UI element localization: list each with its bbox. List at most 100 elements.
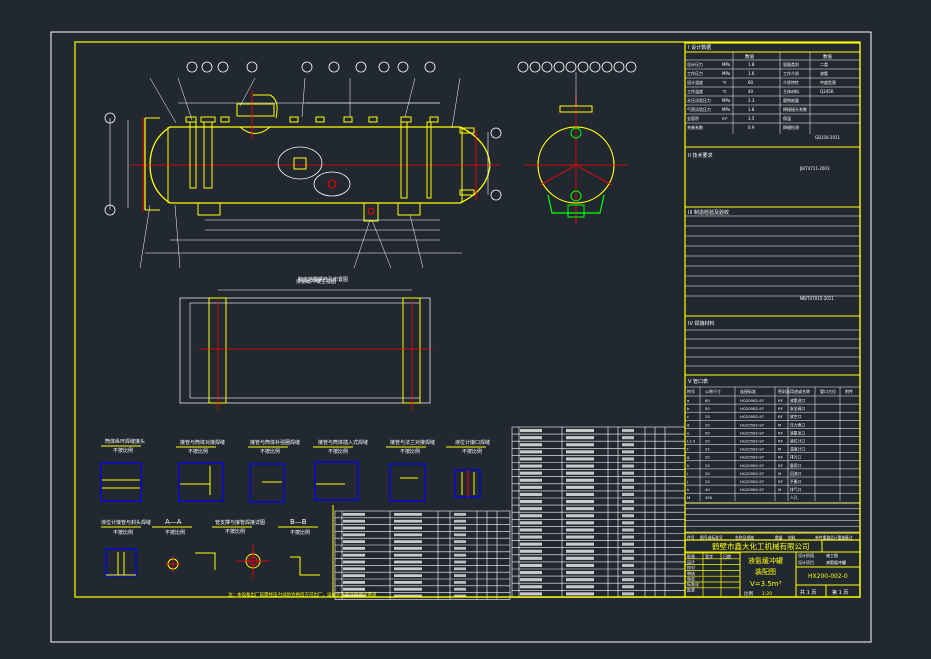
bom-row	[520, 492, 634, 496]
bom-col-header: 数量	[775, 535, 783, 540]
detail-box-5	[389, 463, 426, 502]
svg-text:f: f	[687, 447, 689, 452]
svg-text:25: 25	[705, 479, 710, 484]
svg-text:施工图: 施工图	[826, 552, 838, 558]
svg-text:0.9: 0.9	[748, 125, 755, 130]
svg-text:℃: ℃	[722, 80, 727, 85]
company-name: 鹤壁市鑫大化工机械有限公司	[712, 541, 810, 551]
svg-text:排气口: 排气口	[790, 487, 802, 492]
bom-row	[343, 574, 466, 577]
svg-text:1.8: 1.8	[748, 62, 755, 67]
support-plan-view: 鞍座地脚螺栓孔布置图	[179, 276, 433, 410]
details: 筒体纵环焊缝接头 不按比例 接管与筒体对接焊缝 不按比例 接管与筒体补强圈焊缝 …	[100, 438, 490, 598]
bom-col-header: 件号	[687, 535, 695, 540]
signature-label: 校对	[687, 564, 695, 570]
svg-text:40: 40	[705, 487, 710, 492]
bom-table	[332, 426, 686, 600]
tech-col-header: 数值	[745, 53, 754, 60]
bom-col-header: 单件重量	[815, 535, 830, 540]
section-a-a-title: A—A	[165, 518, 182, 526]
svg-text:g: g	[687, 455, 690, 460]
svg-text:j: j	[686, 479, 688, 484]
svg-text:20: 20	[705, 471, 710, 476]
bom-row	[520, 563, 634, 567]
svg-text:3.5: 3.5	[748, 116, 755, 121]
bom-row	[343, 553, 466, 557]
section-b-b-title: B—B	[290, 518, 307, 526]
svg-text:RF: RF	[778, 430, 783, 435]
svg-text:RF: RF	[778, 439, 783, 444]
svg-text:h: h	[687, 463, 690, 468]
svg-text:25: 25	[705, 414, 710, 419]
svg-text:HG20592-97: HG20592-97	[740, 406, 765, 411]
svg-text:L1-2: L1-2	[687, 439, 696, 444]
svg-text:设计压力: 设计压力	[687, 61, 703, 67]
bom-row	[520, 500, 634, 504]
svg-text:HG20592-97: HG20592-97	[740, 471, 765, 476]
svg-text:液氨缓冲罐: 液氨缓冲罐	[826, 559, 846, 565]
svg-text:1.8: 1.8	[748, 107, 755, 112]
svg-text:比例: 比例	[744, 590, 753, 597]
title-block: 鹤壁市鑫大化工机械有限公司 液氨缓冲罐 装配图 V=3.5m³ HX200-00…	[684, 539, 861, 598]
svg-text:温度计口: 温度计口	[790, 447, 805, 452]
svg-text:I 设计数据: I 设计数据	[688, 44, 711, 51]
bom-row	[520, 521, 634, 525]
svg-text:20: 20	[705, 439, 710, 444]
svg-text:HG20592-97: HG20592-97	[740, 463, 765, 468]
svg-text:d: d	[687, 422, 690, 427]
svg-text:32: 32	[705, 447, 710, 452]
svg-text:HG20592-97: HG20592-97	[740, 439, 765, 444]
svg-text:MPa: MPa	[722, 71, 731, 76]
signature-label: 审核	[687, 570, 695, 576]
svg-text:HG20592-97: HG20592-97	[740, 479, 765, 484]
svg-text:安全阀口: 安全阀口	[790, 406, 805, 411]
svg-text:放空口: 放空口	[790, 414, 802, 419]
nozzle-col-header: 符号	[687, 388, 695, 394]
svg-text:450: 450	[705, 495, 713, 500]
nozzle-col-header: 管口方位	[820, 388, 836, 394]
svg-text:焊接接头系数: 焊接接头系数	[783, 106, 807, 112]
bom-col-header: 名称及规格	[735, 535, 754, 540]
svg-text:设计温度: 设计温度	[687, 79, 703, 85]
svg-text:RF: RF	[778, 414, 783, 419]
detail-title-4: 接管与筒体插入式焊缝	[318, 439, 368, 446]
svg-text:不按比例: 不按比例	[400, 448, 420, 455]
bom-row	[520, 457, 634, 461]
svg-text:III 制造检验及验收: III 制造检验及验收	[688, 209, 729, 216]
volume-label: V=3.5m³	[750, 580, 782, 588]
svg-text:20: 20	[705, 422, 710, 427]
bom-row	[520, 592, 634, 596]
main-view: 液氨缓冲罐主视图	[104, 61, 502, 285]
svg-text:不按比例: 不按比例	[462, 448, 482, 455]
svg-text:MPa: MPa	[722, 107, 731, 112]
svg-text:HG20592-97: HG20592-97	[740, 422, 765, 427]
nozzle-col-header: 公称尺寸	[705, 388, 721, 394]
bom-row	[343, 540, 466, 543]
detail-title-2: 接管与筒体对接焊缝	[180, 439, 225, 446]
bom-col-header: 材料	[788, 535, 796, 540]
drawing-number: HX200-002-0	[808, 573, 848, 580]
detail-title-5: 接管与法兰对接焊缝	[390, 439, 435, 446]
nozzle-row: L1-2 20 HG20592-97 RF 液位计口	[687, 439, 805, 444]
svg-text:液位计口: 液位计口	[790, 439, 805, 444]
svg-text:60: 60	[748, 80, 754, 85]
svg-text:20: 20	[705, 455, 710, 460]
svg-text:不按比例: 不按比例	[165, 529, 185, 536]
svg-text:40: 40	[748, 89, 754, 94]
detail-title-9: 管支撑与接管焊接详图	[215, 519, 265, 526]
svg-text:M: M	[778, 487, 781, 492]
bom-row	[520, 436, 634, 440]
bom-col-header: 图号或标准号	[700, 535, 723, 540]
detail-title-3: 接管与筒体补强圈焊缝	[250, 439, 300, 446]
svg-text:腐蚀裕量: 腐蚀裕量	[783, 97, 799, 103]
